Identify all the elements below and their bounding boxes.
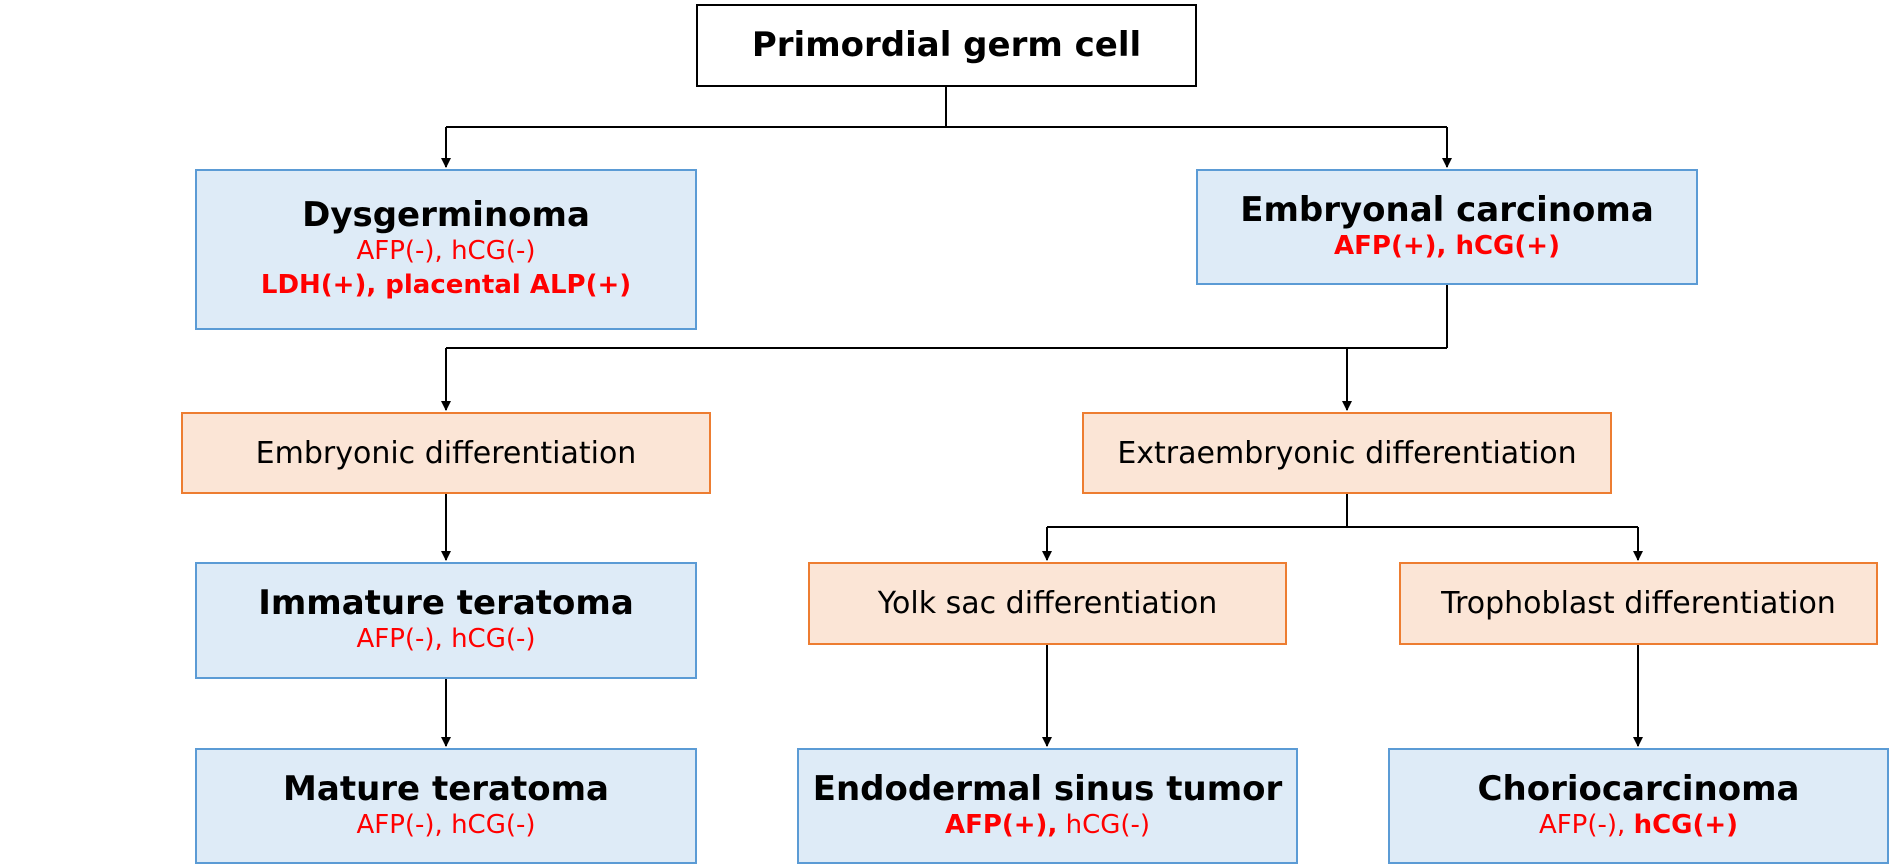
choriocarcinoma-title: Choriocarcinoma [1477, 768, 1800, 809]
primordial-germ-cell-node: Primordial germ cell [696, 4, 1197, 87]
connector-embryonal-bus [446, 285, 1448, 349]
mature-teratoma-node: Mature teratoma AFP(-), hCG(-) [195, 748, 697, 864]
endodermal-sinus-tumor-markers: AFP(+), hCG(-) [945, 809, 1150, 843]
embryonic-differentiation-label: Embryonic differentiation [255, 435, 637, 471]
endodermal-sinus-tumor-node: Endodermal sinus tumor AFP(+), hCG(-) [797, 748, 1298, 864]
choriocarcinoma-marker-positive: hCG(+) [1633, 809, 1739, 840]
dysgerminoma-markers-positive: LDH(+), placental ALP(+) [260, 270, 632, 301]
choriocarcinoma-marker-negative: AFP(-), [1538, 809, 1634, 840]
mature-teratoma-title: Mature teratoma [283, 768, 609, 809]
endodermal-sinus-tumor-marker-negative: hCG(-) [1057, 809, 1151, 840]
dysgerminoma-node: Dysgerminoma AFP(-), hCG(-) LDH(+), plac… [195, 169, 697, 330]
embryonal-carcinoma-node: Embryonal carcinoma AFP(+), hCG(+) [1196, 169, 1698, 285]
connector-extraembryonic-bus [1047, 494, 1638, 528]
trophoblast-differentiation-label: Trophoblast differentiation [1441, 586, 1836, 621]
mature-teratoma-markers: AFP(-), hCG(-) [356, 809, 536, 840]
trophoblast-differentiation-node: Trophoblast differentiation [1399, 562, 1878, 645]
embryonic-differentiation-node: Embryonic differentiation [181, 412, 711, 494]
embryonal-carcinoma-markers: AFP(+), hCG(+) [1334, 230, 1560, 261]
dysgerminoma-title: Dysgerminoma [302, 195, 590, 236]
yolk-sac-differentiation-node: Yolk sac differentiation [808, 562, 1287, 645]
dysgerminoma-markers-negative: AFP(-), hCG(-) [356, 236, 536, 267]
choriocarcinoma-markers: AFP(-), hCG(+) [1539, 809, 1738, 843]
yolk-sac-differentiation-label: Yolk sac differentiation [877, 586, 1218, 621]
immature-teratoma-markers: AFP(-), hCG(-) [356, 624, 536, 655]
endodermal-sinus-tumor-marker-positive: AFP(+), [944, 809, 1058, 840]
embryonal-carcinoma-title: Embryonal carcinoma [1240, 189, 1654, 230]
immature-teratoma-title: Immature teratoma [258, 583, 634, 624]
endodermal-sinus-tumor-title: Endodermal sinus tumor [812, 768, 1283, 809]
connector-root-bus [446, 87, 1447, 128]
primordial-germ-cell-label: Primordial germ cell [751, 24, 1142, 65]
immature-teratoma-node: Immature teratoma AFP(-), hCG(-) [195, 562, 697, 679]
extraembryonic-differentiation-node: Extraembryonic differentiation [1082, 412, 1612, 494]
choriocarcinoma-node: Choriocarcinoma AFP(-), hCG(+) [1388, 748, 1889, 864]
extraembryonic-differentiation-label: Extraembryonic differentiation [1117, 435, 1577, 471]
